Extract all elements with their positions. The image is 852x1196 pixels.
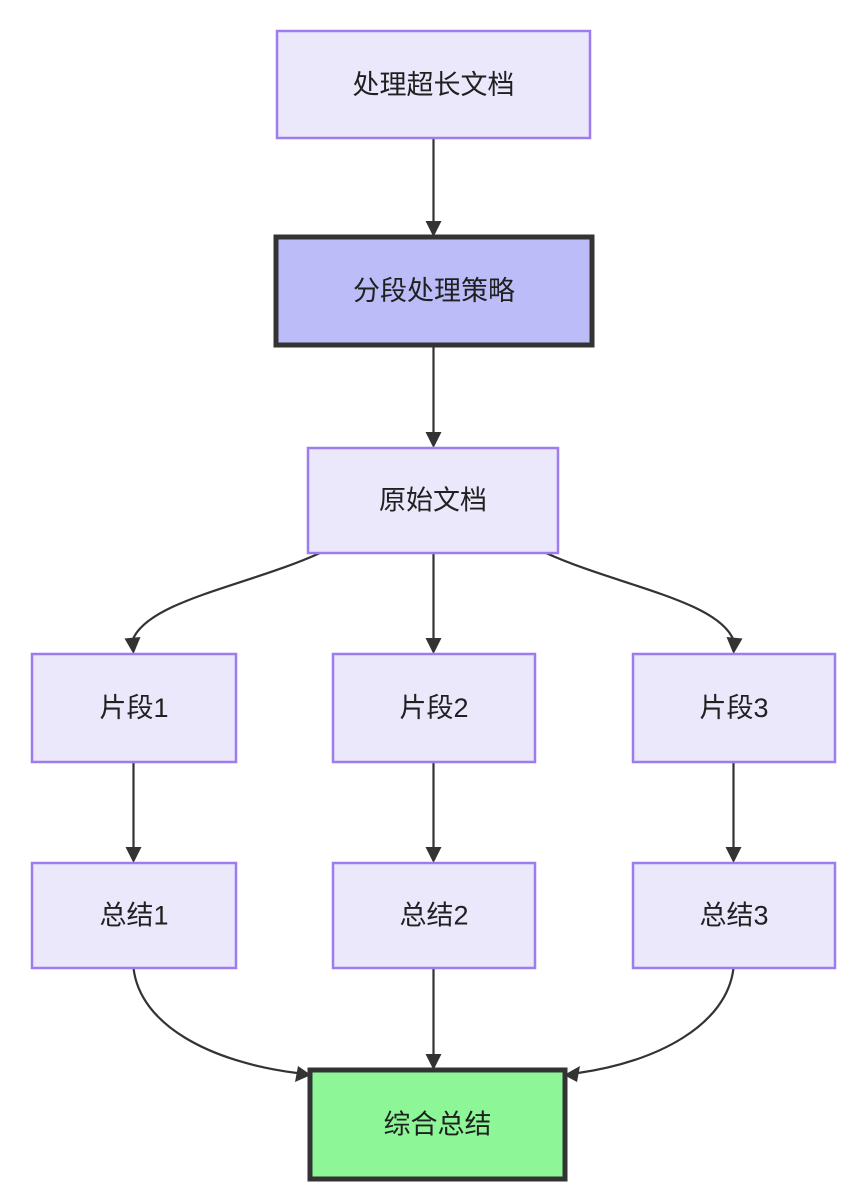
node-box[interactable] <box>306 446 560 555</box>
node-label: 片段3 <box>699 693 768 723</box>
node-chunking-strategy[interactable]: 分段处理策略 <box>273 234 595 348</box>
edge-n3-n5-arrowhead <box>425 638 442 654</box>
node-label: 综合总结 <box>384 1110 492 1140</box>
edge-n6-n9-arrowhead <box>725 847 742 863</box>
edge-n3-n4-arrowhead <box>124 637 141 654</box>
node-label: 总结3 <box>699 901 768 931</box>
edge-n7-n10-arrowhead <box>295 1066 311 1082</box>
node-box[interactable] <box>273 234 595 348</box>
node-box[interactable] <box>275 29 592 140</box>
node-summary-2[interactable]: 总结2 <box>331 861 537 970</box>
node-process-long-document[interactable]: 处理超长文档 <box>275 29 592 140</box>
node-box[interactable] <box>30 861 238 970</box>
edge-n3-n6-arrowhead <box>726 637 743 654</box>
node-label: 总结1 <box>99 901 168 931</box>
edge-n9-n10-arrowhead <box>564 1066 580 1082</box>
node-original-document[interactable]: 原始文档 <box>306 446 560 555</box>
edge-n1-n2-arrowhead <box>425 221 442 237</box>
node-fragment-3[interactable]: 片段3 <box>631 652 837 764</box>
node-label: 处理超长文档 <box>353 70 515 100</box>
edge-n5-n8-arrowhead <box>425 847 442 863</box>
node-box[interactable] <box>631 861 837 970</box>
edge-n2-n3-arrowhead <box>425 432 442 448</box>
node-comprehensive-summary[interactable]: 综合总结 <box>307 1067 568 1182</box>
edge-n9-n10 <box>577 967 735 1075</box>
node-fragment-1[interactable]: 片段1 <box>30 652 238 764</box>
node-box[interactable] <box>30 652 238 764</box>
node-fragment-2[interactable]: 片段2 <box>331 652 537 764</box>
edge-n4-n7-arrowhead <box>125 847 142 863</box>
node-label: 分段处理策略 <box>353 276 515 306</box>
edge-layer <box>124 138 743 1082</box>
node-label: 总结2 <box>399 901 468 931</box>
node-box[interactable] <box>631 652 837 764</box>
node-box[interactable] <box>331 652 537 764</box>
node-summary-3[interactable]: 总结3 <box>631 861 837 970</box>
node-layer: 处理超长文档 分段处理策略 原始文档 片段1 片段2 片段3 <box>30 29 837 1182</box>
edge-n3-n4 <box>131 551 321 640</box>
node-label: 片段1 <box>99 693 168 723</box>
node-summary-1[interactable]: 总结1 <box>30 861 238 970</box>
edge-n3-n6 <box>545 551 735 640</box>
edge-n7-n10 <box>132 967 298 1075</box>
node-label: 片段2 <box>399 693 468 723</box>
edge-n8-n10-arrowhead <box>425 1054 442 1070</box>
node-label: 原始文档 <box>379 486 487 516</box>
node-box[interactable] <box>331 861 537 970</box>
node-box[interactable] <box>307 1067 568 1182</box>
